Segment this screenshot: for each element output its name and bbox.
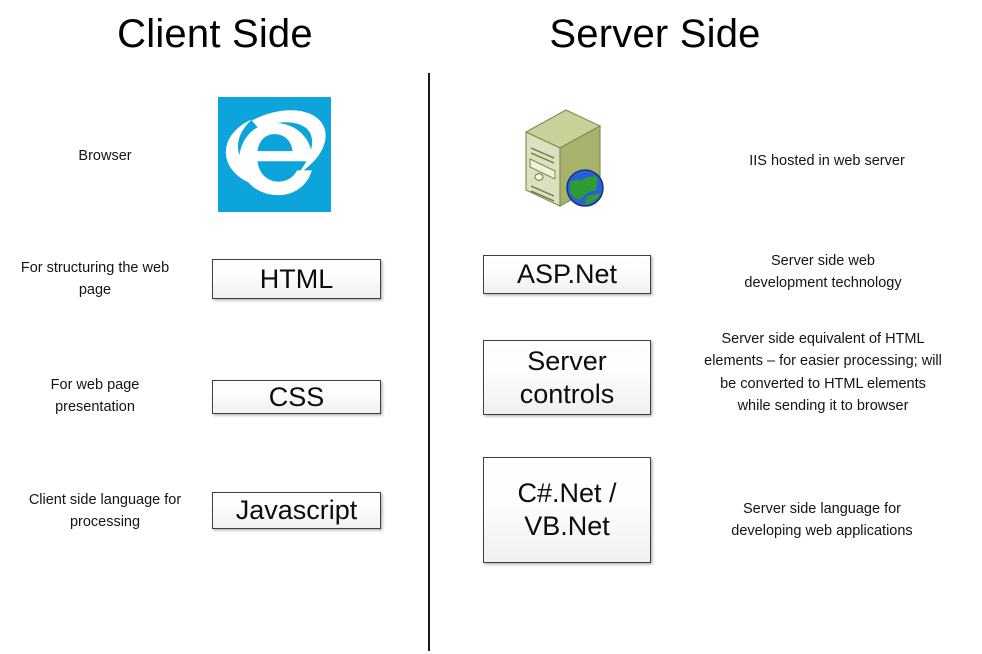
- client-label-browser: Browser: [78, 148, 132, 164]
- server-description-dotnet-languages: Server side language for developing web …: [731, 501, 913, 540]
- internet-explorer-icon: [218, 97, 331, 212]
- client-label-css: For web page presentation: [50, 377, 140, 416]
- client-side-heading: Client Side: [117, 12, 313, 56]
- server-box-dotnet-languages[interactable]: C#.Net / VB.Net: [483, 457, 651, 563]
- server-box-server-controls[interactable]: Server controls: [483, 340, 651, 415]
- server-description-aspnet: Server side web development technology: [744, 253, 902, 292]
- client-box-javascript[interactable]: Javascript: [212, 492, 381, 529]
- server-description-iis: IIS hosted in web server: [749, 153, 905, 169]
- client-box-html[interactable]: HTML: [212, 259, 381, 299]
- column-divider: [428, 73, 430, 651]
- web-server-icon: [518, 106, 618, 210]
- server-side-heading: Server Side: [549, 12, 761, 56]
- server-description-server-controls: Server side equivalent of HTML elements …: [704, 331, 942, 415]
- client-label-html: For structuring the web page: [20, 260, 170, 299]
- server-box-aspnet[interactable]: ASP.Net: [483, 255, 651, 294]
- client-label-javascript: Client side language for processing: [28, 492, 182, 531]
- client-box-css[interactable]: CSS: [212, 380, 381, 414]
